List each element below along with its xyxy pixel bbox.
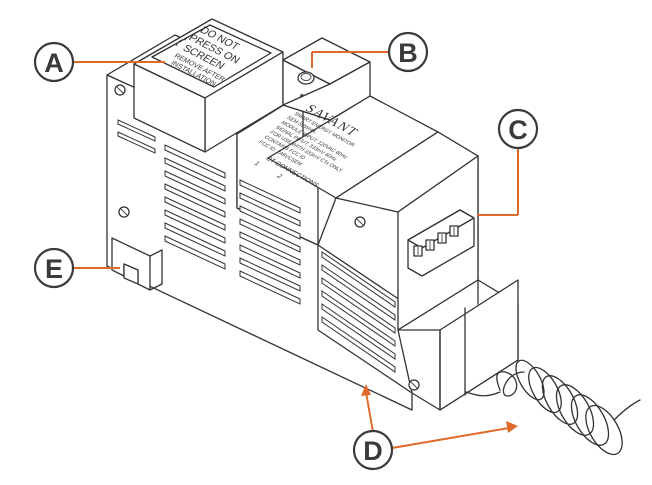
screws — [114, 84, 420, 391]
leader-lines — [74, 51, 519, 449]
ct-channel-1: 1 — [252, 161, 261, 168]
arrowhead-d2 — [506, 421, 518, 433]
callout-a-letter: A — [44, 48, 64, 78]
callout-d: D — [352, 429, 394, 471]
upper-left-vents — [117, 119, 156, 154]
middle-vent-grille — [239, 179, 301, 305]
coiled-antenna-wire — [465, 359, 641, 456]
ct-channel-2: 2 — [275, 173, 284, 180]
ct-terminal-block[interactable] — [407, 209, 475, 277]
lower-vent-grille — [321, 251, 396, 373]
callout-a: A — [33, 41, 75, 83]
callout-e: E — [33, 247, 75, 289]
do-not-press-sticker — [151, 24, 272, 88]
leader-d1 — [365, 391, 374, 433]
callout-b-letter: B — [398, 38, 418, 68]
callout-e-letter: E — [45, 254, 63, 284]
din-rail-clip — [111, 237, 163, 291]
leader-d2 — [391, 427, 510, 449]
callout-c-letter: C — [508, 115, 528, 145]
callout-b: B — [387, 31, 429, 73]
left-vent-grille — [164, 144, 226, 270]
callout-c: C — [497, 108, 539, 150]
callout-d-letter: D — [363, 436, 383, 466]
arrowhead-d1 — [361, 384, 371, 396]
